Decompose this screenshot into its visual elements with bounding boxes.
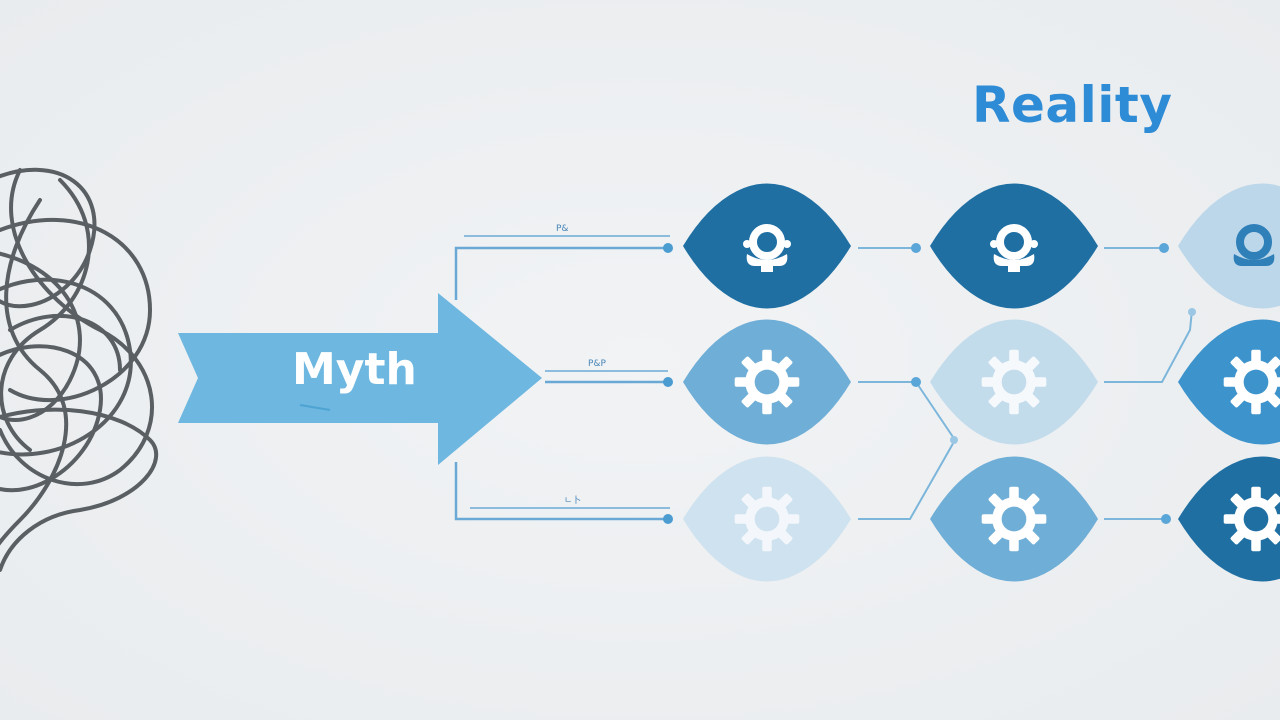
node-r1-c3 — [1178, 183, 1280, 309]
reality-heading: Reality — [972, 76, 1173, 134]
branch-label-bottom: ㄴ卜 — [564, 496, 582, 506]
node-r3-c3 — [1178, 456, 1280, 582]
gear-icon — [981, 349, 1047, 415]
node-r2-c2 — [930, 319, 1098, 445]
node-r2-c1 — [683, 319, 851, 445]
person-icon — [1233, 224, 1275, 266]
node-connectors — [858, 247, 1193, 520]
gear-icon — [734, 349, 800, 415]
myth-label: Myth — [292, 344, 417, 395]
myth-arrow — [178, 293, 542, 465]
node-r3-c2 — [930, 456, 1098, 582]
gear-icon — [981, 486, 1047, 552]
branch-connectors — [454, 235, 670, 521]
gear-icon — [734, 486, 800, 552]
node-r1-c2 — [930, 183, 1098, 309]
node-r1-c1 — [683, 183, 851, 309]
node-r3-c1 — [683, 456, 851, 582]
branch-label-top: P& — [556, 224, 569, 234]
tangle-scribble — [0, 167, 158, 572]
branch-label-middle: P&P — [588, 359, 606, 369]
node-r2-c3 — [1178, 319, 1280, 445]
